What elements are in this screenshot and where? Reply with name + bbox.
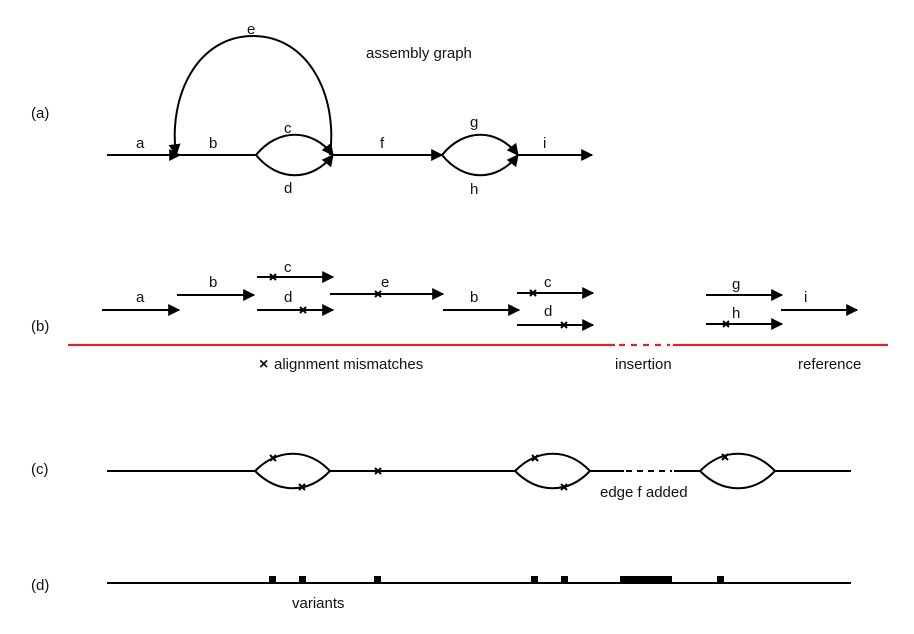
edge-f-label: f bbox=[380, 135, 385, 152]
mismatch-mark bbox=[560, 321, 568, 329]
variant-mark bbox=[374, 576, 381, 583]
mismatch-legend-text: alignment mismatches bbox=[274, 356, 423, 373]
mismatch-mark bbox=[560, 483, 568, 491]
edge-d-arrow bbox=[255, 154, 334, 177]
read-d2-label: d bbox=[544, 303, 552, 320]
edge-d-label: d bbox=[284, 180, 292, 197]
edge-b-label: b bbox=[209, 135, 217, 152]
mismatch-mark bbox=[298, 483, 306, 491]
read-a-label: a bbox=[136, 289, 145, 306]
panel-d: (d) variants bbox=[31, 576, 851, 612]
panel-b-label: (b) bbox=[31, 318, 49, 335]
edge-h-label: h bbox=[470, 181, 478, 198]
mismatch-mark bbox=[721, 453, 729, 461]
bubble-lower bbox=[254, 470, 331, 490]
edge-e-label: e bbox=[247, 21, 255, 38]
read-h-label: h bbox=[732, 305, 740, 322]
edge-e-arrow bbox=[168, 34, 333, 157]
insertion-label: insertion bbox=[615, 356, 672, 373]
read-c2-label: c bbox=[544, 274, 552, 291]
variant-insertion-mark bbox=[620, 576, 672, 583]
variants-label: variants bbox=[292, 595, 345, 612]
variant-mark bbox=[299, 576, 306, 583]
edge-g-label: g bbox=[470, 114, 478, 131]
mismatch-mark bbox=[299, 306, 307, 314]
mismatch-mark bbox=[722, 320, 730, 328]
edge-added-note: edge f added bbox=[600, 484, 688, 501]
reference-label: reference bbox=[798, 356, 861, 373]
assembly-graph-title: assembly graph bbox=[366, 45, 472, 62]
panel-a: (a) assembly graph a e b c d f g h i bbox=[31, 21, 594, 198]
panel-a-label: (a) bbox=[31, 105, 49, 122]
read-c-label: c bbox=[284, 259, 292, 276]
edge-c-label: c bbox=[284, 120, 292, 137]
read-b2-label: b bbox=[470, 289, 478, 306]
panel-c: (c) edge f added bbox=[31, 452, 851, 501]
edge-g-arrow bbox=[441, 133, 519, 156]
panel-b: (b) a b c d e b c d g h i bbox=[31, 259, 888, 373]
mismatch-legend-symbol: × bbox=[259, 356, 268, 373]
mismatch-mark bbox=[374, 290, 382, 298]
edge-h-arrow bbox=[441, 154, 519, 177]
bubble-lower bbox=[699, 470, 776, 490]
bubble-upper bbox=[254, 452, 331, 472]
variant-mark bbox=[561, 576, 568, 583]
read-i-label: i bbox=[804, 289, 807, 306]
variant-mark bbox=[269, 576, 276, 583]
read-d-label: d bbox=[284, 289, 292, 306]
mismatch-mark bbox=[529, 289, 537, 297]
mismatch-mark bbox=[269, 273, 277, 281]
read-g-label: g bbox=[732, 276, 740, 293]
panel-d-label: (d) bbox=[31, 577, 49, 594]
read-e-label: e bbox=[381, 274, 389, 291]
variant-mark bbox=[531, 576, 538, 583]
mismatch-marks-c bbox=[269, 453, 729, 491]
mismatch-mark bbox=[374, 467, 382, 475]
read-b-label: b bbox=[209, 274, 217, 291]
mismatch-mark bbox=[269, 454, 277, 462]
edge-c-arrow bbox=[255, 133, 334, 156]
edge-i-label: i bbox=[543, 135, 546, 152]
bubble-upper bbox=[514, 452, 591, 472]
mismatch-mark bbox=[531, 454, 539, 462]
bubble-lower bbox=[514, 470, 591, 490]
edge-a-label: a bbox=[136, 135, 145, 152]
variant-mark bbox=[717, 576, 724, 583]
mismatch-marks-b bbox=[269, 273, 730, 329]
panel-c-label: (c) bbox=[31, 461, 49, 478]
bubble-upper bbox=[699, 452, 776, 472]
